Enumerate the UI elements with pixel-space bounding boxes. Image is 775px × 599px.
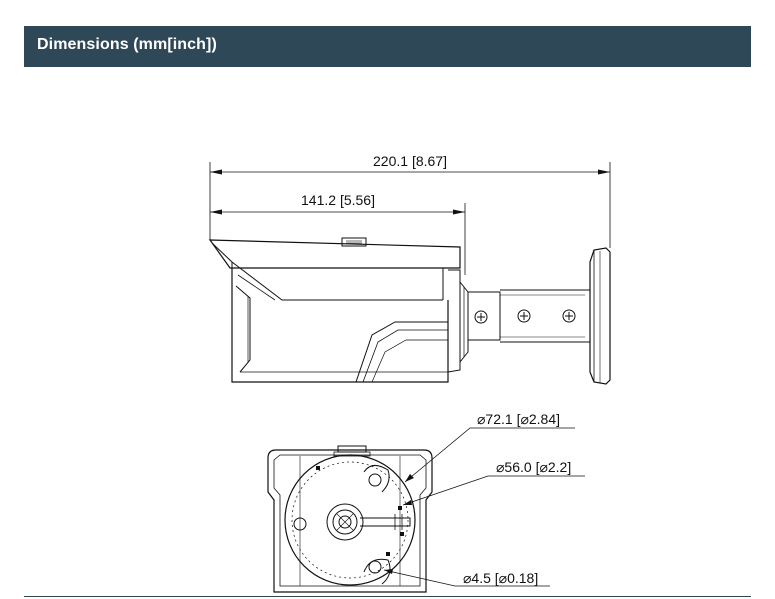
mount-bracket [468,247,611,385]
overall-length-dimension [209,162,611,248]
leader-lines [383,427,585,587]
front-housing-outline [267,445,433,593]
bottom-divider [24,596,751,597]
hole-diameter-label: ⌀4.5 [⌀0.18] [463,570,538,586]
mount-diameter-label: ⌀56.0 [⌀2.2] [496,459,571,475]
section-title: Dimensions (mm[inch]) [37,36,217,53]
side-view [208,162,611,385]
body-length-label: 141.2 [5.56] [301,192,375,208]
outer-diameter-label: ⌀72.1 [⌀2.84] [477,411,560,427]
overall-length-label: 220.1 [8.67] [373,153,447,169]
mount-plate [284,454,416,586]
body-length-dimension [210,203,466,275]
front-view [267,427,585,593]
camera-body-outline [208,237,469,383]
section-header: Dimensions (mm[inch]) [24,26,751,67]
